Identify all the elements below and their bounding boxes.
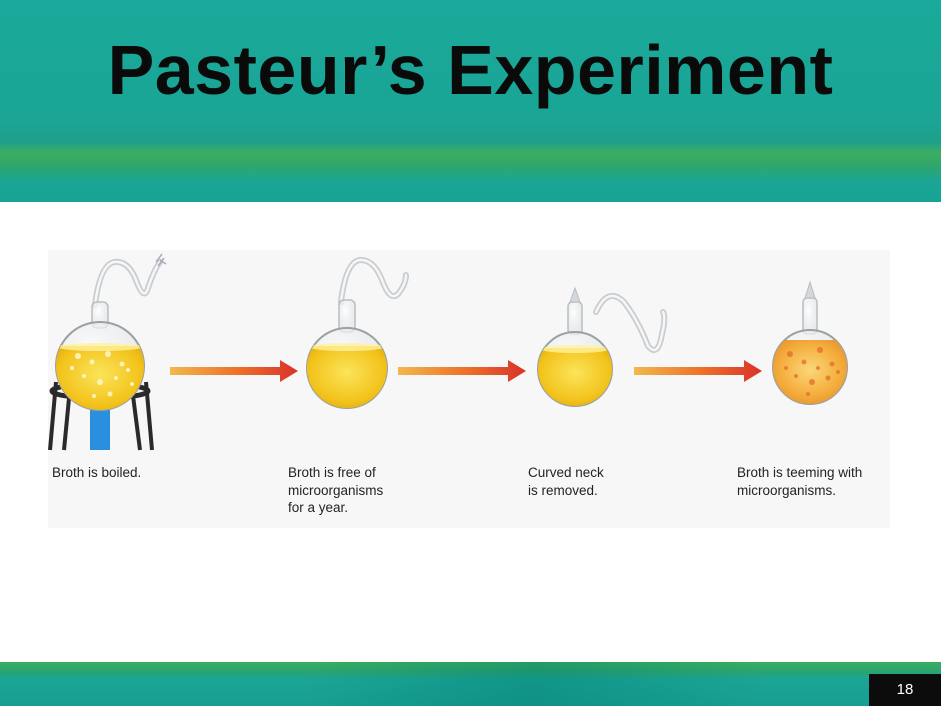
footer-bar [0, 662, 941, 706]
slide-number: 18 [869, 674, 941, 706]
caption-step-1: Broth is boiled. [52, 465, 142, 480]
arrow-icon [170, 360, 298, 382]
arrow-icon [634, 360, 762, 382]
s-neck-tube-icon [593, 292, 668, 353]
title-bar [0, 0, 941, 202]
caption-step-3: Curved neck is removed. [528, 465, 604, 498]
slide-title: Pasteur’s Experiment [107, 31, 834, 109]
experiment-figure: Broth is boiled. Broth is free of microo… [48, 250, 890, 528]
arrow-icon [398, 360, 526, 382]
flask-icon [772, 280, 848, 405]
flask-icon [306, 299, 388, 409]
s-neck-tube-icon [338, 256, 409, 305]
flask-icon [537, 286, 613, 407]
caption-step-2: Broth is free of microorganisms for a ye… [288, 465, 384, 515]
experiment-diagram [48, 253, 848, 451]
caption-step-4: Broth is teeming with microorganisms. [737, 465, 863, 498]
footer-accent [310, 662, 870, 706]
flask-icon [55, 253, 167, 411]
